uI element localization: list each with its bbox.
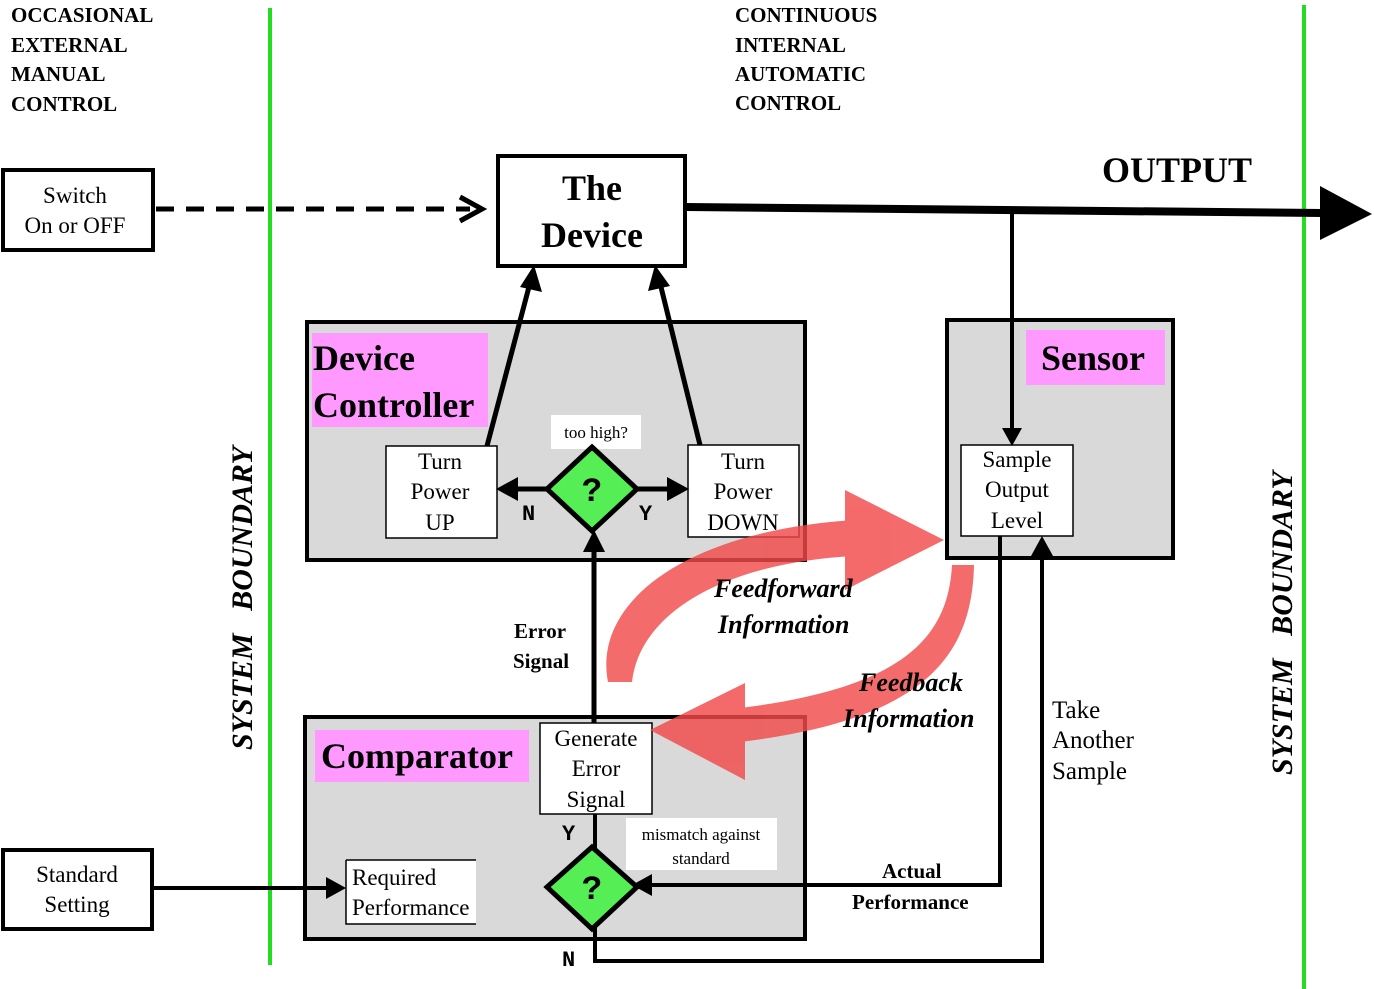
too-high-decision	[543, 443, 641, 535]
svg-text:Setting: Setting	[44, 892, 110, 917]
output-label: OUTPUT	[1102, 150, 1252, 190]
svg-text:Level: Level	[991, 508, 1043, 533]
output-line	[685, 203, 1323, 217]
svg-text:CONTINUOUS: CONTINUOUS	[735, 3, 877, 27]
svg-text:?: ?	[582, 474, 602, 512]
region-header-right: CONTINUOUS INTERNAL AUTOMATIC CONTROL	[735, 3, 877, 115]
svg-text:CONTROL: CONTROL	[735, 91, 841, 115]
sensor-title: Sensor	[1041, 338, 1145, 378]
standard-setting-box	[1, 848, 154, 931]
svg-text:Turn: Turn	[721, 449, 765, 474]
svg-text:Performance: Performance	[852, 890, 969, 914]
svg-text:On or OFF: On or OFF	[25, 213, 126, 238]
svg-text:AUTOMATIC: AUTOMATIC	[735, 62, 866, 86]
svg-text:Generate: Generate	[555, 726, 638, 751]
device-controller-title: Device	[313, 338, 415, 378]
svg-text:Turn: Turn	[418, 449, 462, 474]
decision-no-label: N	[522, 502, 535, 527]
svg-text:Signal: Signal	[567, 787, 626, 812]
required-performance-box	[346, 860, 476, 924]
switch-box	[1, 168, 155, 252]
svg-text:Required: Required	[352, 865, 437, 890]
mismatch-no-label: N	[562, 948, 575, 973]
svg-text:Another: Another	[1052, 727, 1135, 754]
feedback-arrow	[650, 565, 974, 780]
svg-text:Sample: Sample	[1052, 758, 1127, 785]
svg-text:UP: UP	[425, 510, 454, 535]
svg-text:EXTERNAL: EXTERNAL	[11, 33, 128, 57]
actual-performance-label: Actual	[882, 859, 942, 883]
svg-text:?: ?	[582, 872, 602, 910]
feedforward-label: Feedforward	[713, 574, 854, 603]
mismatch-decision	[543, 843, 641, 933]
turn-power-up-box	[385, 445, 498, 539]
svg-text:Error: Error	[572, 756, 621, 781]
svg-text:INTERNAL: INTERNAL	[735, 33, 846, 57]
svg-text:Information: Information	[842, 704, 975, 733]
svg-text:Device: Device	[541, 215, 643, 255]
svg-text:Performance: Performance	[352, 895, 470, 920]
take-another-sample-line	[593, 552, 1044, 963]
svg-text:The: The	[562, 168, 622, 208]
feedforward-arrow	[606, 490, 944, 682]
svg-text:Output: Output	[985, 477, 1050, 502]
mismatch-yes-label: Y	[562, 822, 576, 847]
svg-text:Signal: Signal	[513, 649, 569, 673]
svg-text:Controller: Controller	[313, 385, 474, 425]
svg-text:standard: standard	[672, 849, 730, 868]
decision-yes-label: Y	[639, 502, 653, 527]
svg-text:Power: Power	[714, 479, 773, 504]
svg-text:Power: Power	[411, 479, 470, 504]
output-arrowhead	[1320, 186, 1372, 240]
svg-text:Switch: Switch	[43, 183, 107, 208]
system-boundary-right-label: SYSTEM BOUNDARY	[1266, 469, 1299, 775]
error-signal-label: Error	[514, 619, 566, 643]
region-header-left: OCCASIONAL EXTERNAL MANUAL CONTROL	[11, 3, 153, 116]
system-boundary-left-label: SYSTEM BOUNDARY	[226, 444, 259, 750]
take-another-sample-label: Take	[1052, 697, 1100, 724]
svg-text:Sample: Sample	[983, 447, 1052, 472]
actual-performance-line	[648, 536, 1002, 887]
svg-text:Information: Information	[717, 610, 850, 639]
comparator-title: Comparator	[321, 736, 513, 776]
svg-text:MANUAL: MANUAL	[11, 62, 106, 86]
device-box	[496, 154, 687, 268]
feedback-label: Feedback	[858, 668, 963, 697]
sample-output-box	[960, 444, 1074, 537]
svg-text:CONTROL: CONTROL	[11, 92, 117, 116]
too-high-label: too high?	[564, 423, 628, 442]
mismatch-label: mismatch against	[642, 825, 761, 844]
svg-text:Standard: Standard	[36, 862, 118, 887]
svg-text:OCCASIONAL: OCCASIONAL	[11, 3, 153, 27]
svg-text:DOWN: DOWN	[707, 510, 779, 535]
turn-power-down-box	[687, 444, 800, 538]
